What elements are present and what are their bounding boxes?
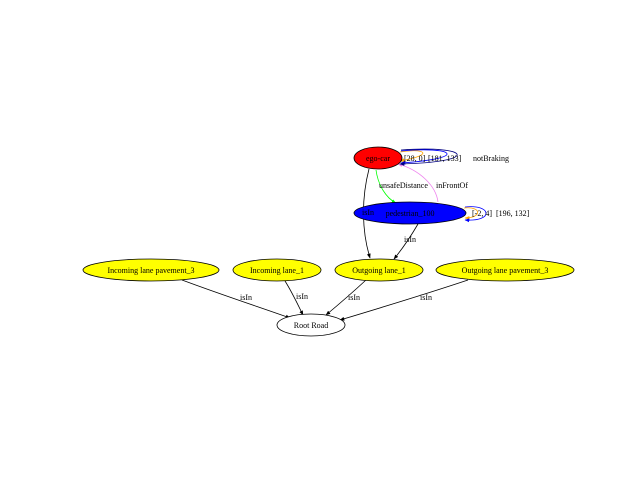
edge-label: notBraking — [473, 154, 509, 163]
node-shape — [232, 258, 322, 282]
edge-labels-layer: unsafeDistance inFrontOf [28, 0][181, 133]… — [240, 154, 530, 302]
node-label: Outgoing lane_1 — [352, 266, 406, 275]
edge-ped-ol1-8 — [393, 223, 419, 260]
edge-ped-ped-6 — [464, 206, 487, 223]
edge-label: [196, 132] — [496, 209, 530, 218]
node-label: Root Road — [294, 321, 328, 330]
node-label: Incoming lane pavement_3 — [107, 266, 194, 275]
edge-ego-ego-2 — [399, 150, 424, 163]
node-shape — [353, 201, 467, 225]
edge-ego-ego-4 — [399, 148, 458, 166]
edge-olp3-root-12 — [339, 279, 469, 321]
edge-label: inFrontOf — [436, 181, 468, 190]
edge-label: isIn — [420, 293, 432, 302]
edge-label: isIn — [362, 208, 374, 217]
edges-layer — [181, 148, 487, 321]
node-ped: pedestrian_100 — [353, 201, 467, 225]
node-label: Incoming lane_1 — [250, 266, 304, 275]
edge-ego-ego-3 — [400, 149, 448, 165]
node-olp3: Outgoing lane pavement_3 — [435, 258, 575, 282]
node-label: Outgoing lane pavement_3 — [462, 266, 549, 275]
edge-label: [28, 0] — [404, 154, 426, 163]
edge-label: unsafeDistance — [379, 181, 428, 190]
node-root: Root Road — [276, 313, 346, 337]
edge-ego-ped-0 — [375, 169, 397, 204]
node-shape — [276, 313, 346, 337]
node-ol1: Outgoing lane_1 — [334, 258, 424, 282]
node-label: pedestrian_100 — [386, 209, 435, 218]
node-ilp3: Incoming lane pavement_3 — [82, 258, 220, 282]
edge-label: isIn — [348, 293, 360, 302]
node-shape — [435, 258, 575, 282]
node-ego: ego-car — [353, 146, 403, 170]
edge-ilp3-root-9 — [181, 279, 291, 319]
edge-label: [-2, 4] — [472, 209, 492, 218]
edge-il1-root-10 — [284, 280, 304, 316]
edge-label: [181, 133] — [428, 154, 462, 163]
node-label: ego-car — [366, 154, 390, 163]
edge-label: isIn — [240, 293, 252, 302]
node-shape — [353, 146, 403, 170]
node-shape — [82, 258, 220, 282]
node-shape — [334, 258, 424, 282]
edge-label: isIn — [296, 292, 308, 301]
edge-ol1-root-11 — [325, 279, 367, 316]
edge-ped-ped-5 — [463, 207, 479, 220]
node-il1: Incoming lane_1 — [232, 258, 322, 282]
edge-label: isIn — [404, 235, 416, 244]
